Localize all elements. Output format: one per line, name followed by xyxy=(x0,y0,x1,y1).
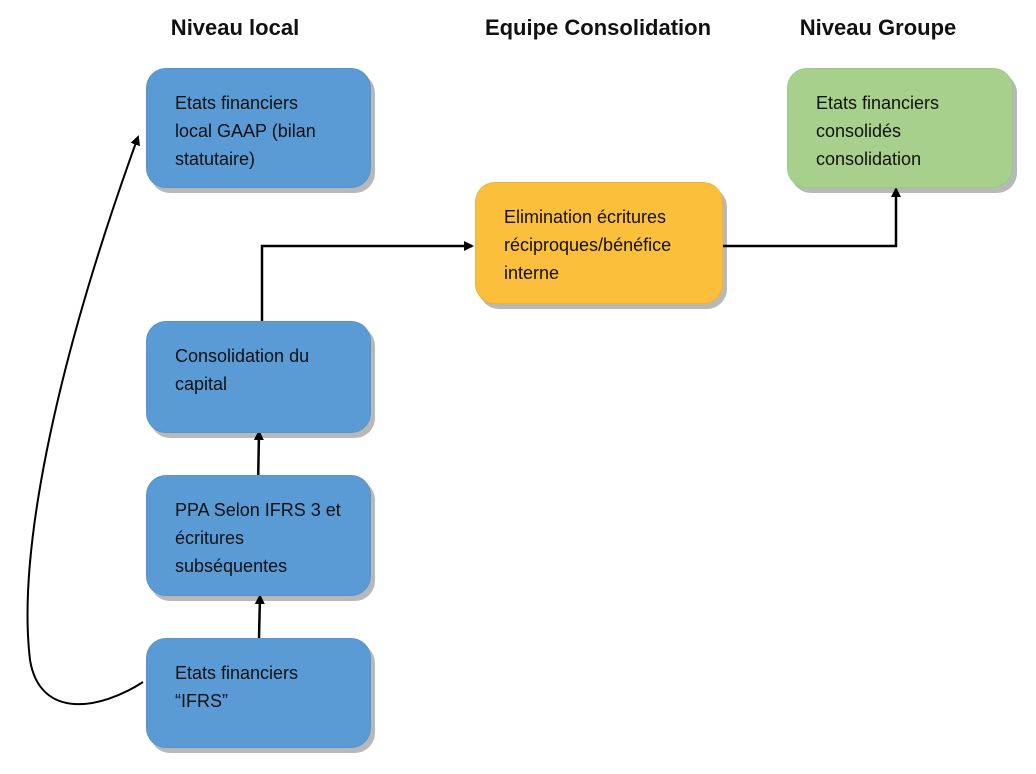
box-text-line: réciproques/bénéfice xyxy=(504,235,672,255)
box-text-line: PPA Selon IFRS 3 et xyxy=(175,500,341,520)
box-elimination: Elimination écritures réciproques/bénéfi… xyxy=(475,182,723,304)
arrow-ifrs-to-local-gaap xyxy=(26,135,144,705)
box-text-line: Elimination écritures xyxy=(504,207,667,227)
box-text-line: Etats financiers xyxy=(816,93,940,113)
box-local-gaap-financial-statements: Etats financiers local GAAP (bilan statu… xyxy=(146,68,371,188)
heading-equipe-consolidation: Equipe Consolidation xyxy=(484,15,712,40)
box-text-line: consolidés xyxy=(816,121,902,141)
arrow-elimination-to-consolidated xyxy=(722,187,901,248)
box-text-line: subséquentes xyxy=(175,556,288,576)
box-text-line: écritures xyxy=(175,528,245,548)
box-text-line: Consolidation du xyxy=(175,346,310,366)
box-text-line: consolidation xyxy=(816,149,922,169)
box-text-line: Etats financiers xyxy=(175,663,299,683)
box-text-line: local GAAP (bilan xyxy=(175,121,316,141)
box-text-line: interne xyxy=(504,263,560,283)
box-text-line: “IFRS” xyxy=(175,691,228,711)
box-text-line: Etats financiers xyxy=(175,93,299,113)
box-ifrs-financial-statements: Etats financiers “IFRS” xyxy=(146,638,371,748)
box-ppa-ifrs3: PPA Selon IFRS 3 et écritures subséquent… xyxy=(146,475,371,596)
arrow-capital-to-elimination xyxy=(260,241,474,333)
box-text-line: capital xyxy=(175,374,228,394)
arrow-ifrs-to-ppa xyxy=(254,594,265,639)
box-consolidated-financial-statements: Etats financiers consolidés consolidatio… xyxy=(787,68,1013,188)
heading-niveau-local: Niveau local xyxy=(170,15,300,40)
box-capital-consolidation: Consolidation du capital xyxy=(146,321,371,433)
heading-niveau-groupe: Niveau Groupe xyxy=(799,15,957,40)
box-text-line: statutaire) xyxy=(175,149,256,169)
